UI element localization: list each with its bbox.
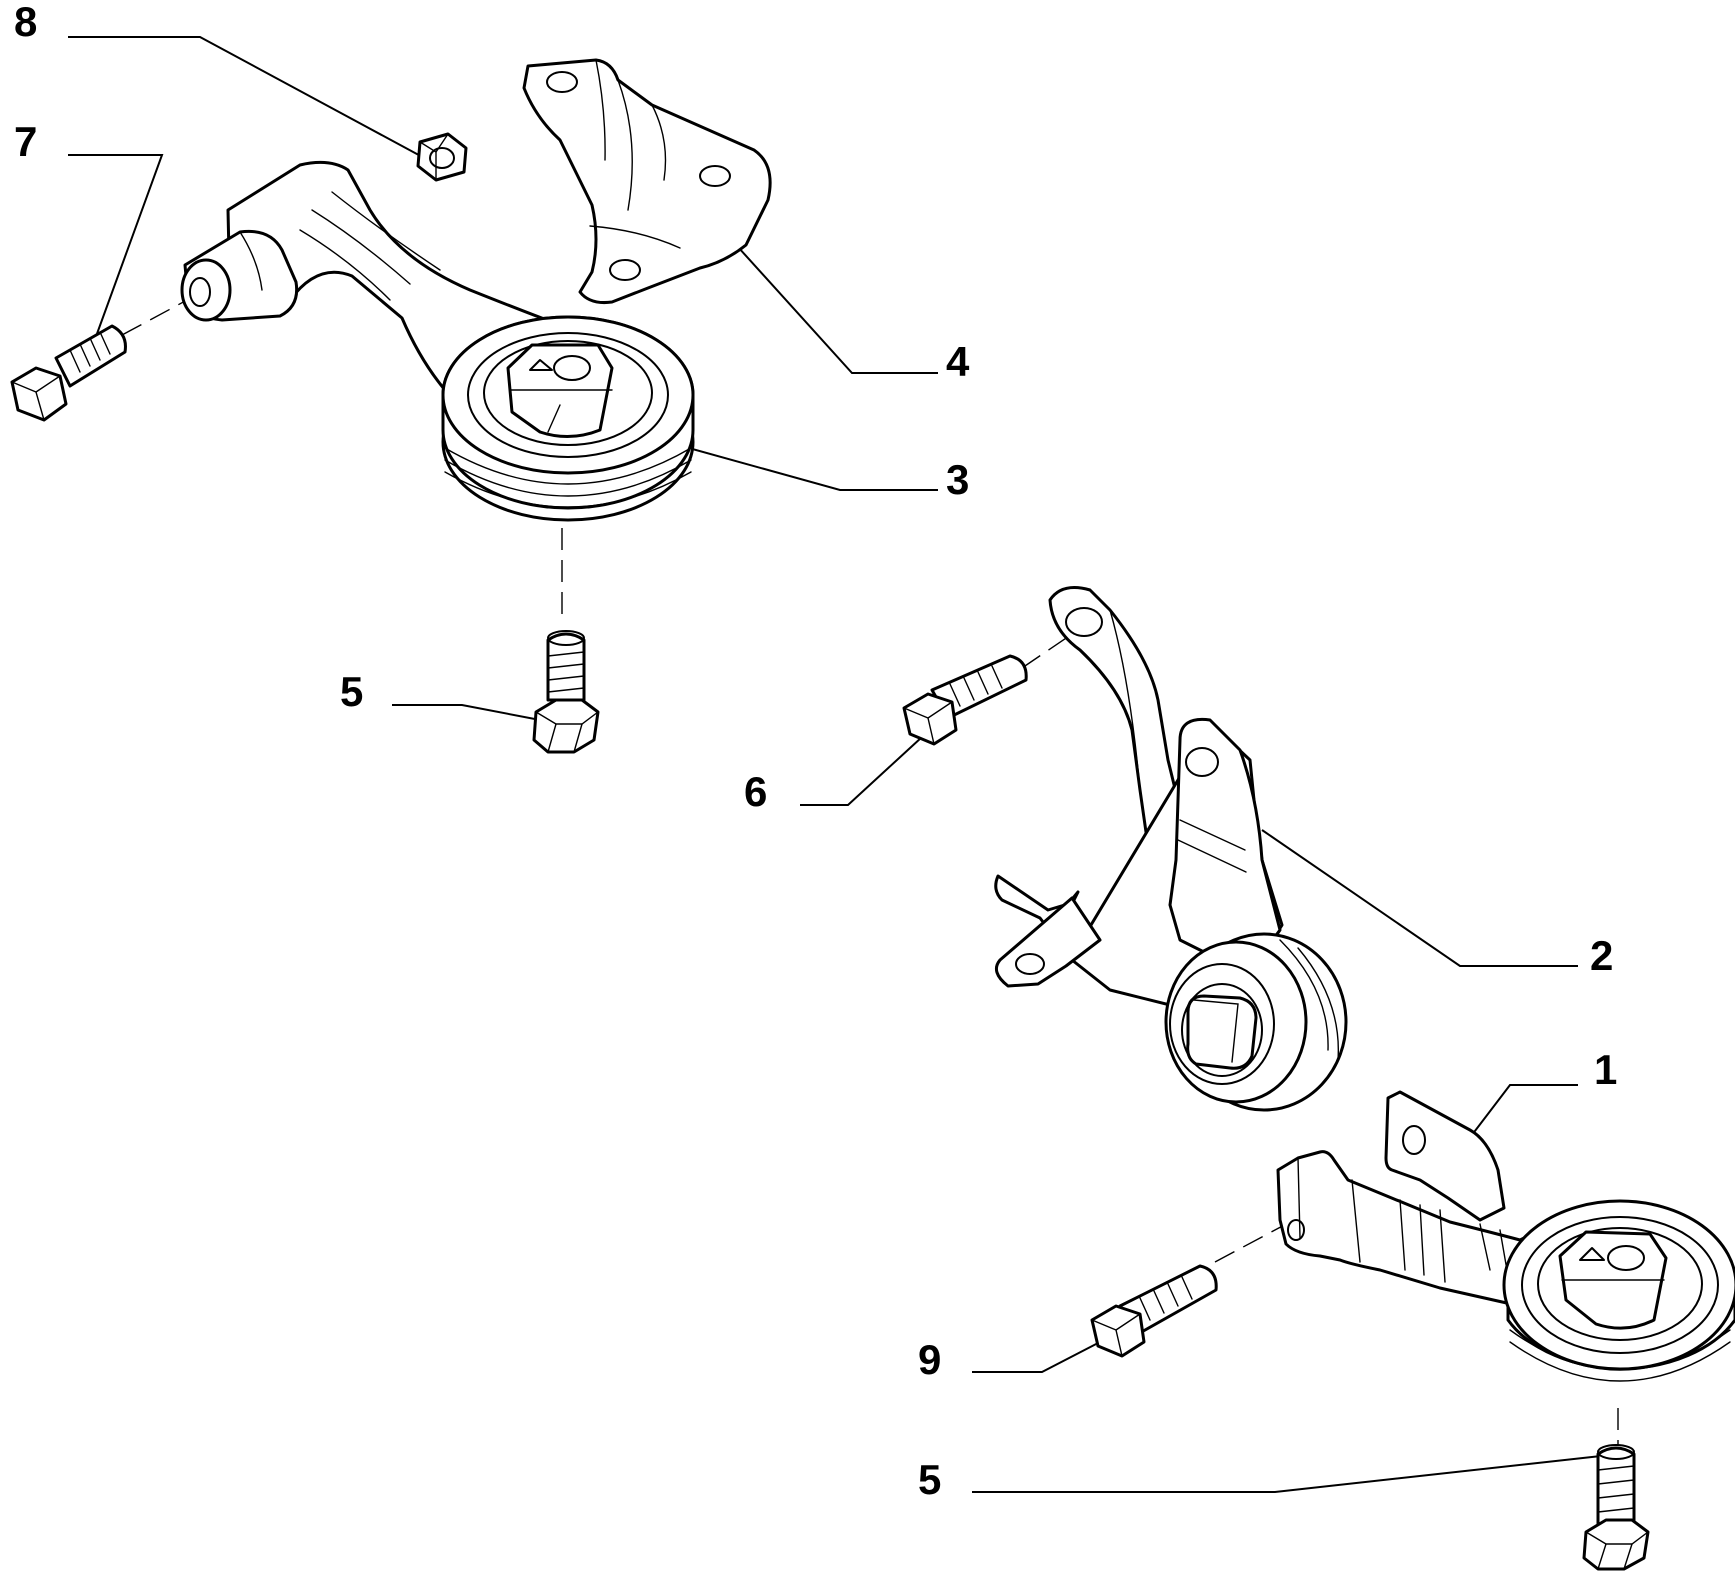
- part-6-bolt: [902, 654, 1028, 746]
- part-3-torque-rod: [180, 160, 695, 522]
- callout-7: 7: [14, 118, 37, 165]
- callout-5-top: 5: [340, 668, 363, 715]
- part-7-bolt: [10, 324, 127, 422]
- leader-5-top: [392, 704, 541, 721]
- callout-2: 2: [1590, 932, 1613, 979]
- leader-5-bottom: [972, 1454, 1611, 1493]
- part-9-bolt: [1090, 1264, 1218, 1358]
- leader-3: [659, 439, 938, 491]
- leader-lines: [68, 36, 1611, 1493]
- callout-5-bottom: 5: [918, 1456, 941, 1503]
- part-4-bracket: [522, 58, 772, 304]
- callout-labels: 8 7 4 3 5 6 2 1 9 5: [14, 0, 1617, 1503]
- leader-8: [68, 36, 429, 161]
- leader-9: [972, 1341, 1101, 1373]
- part-5-bottom-bolt: [1582, 1444, 1650, 1571]
- part-1-torque-rod: [1276, 1090, 1735, 1382]
- callout-3: 3: [946, 456, 969, 503]
- callout-4: 4: [946, 338, 970, 385]
- leader-6: [800, 736, 923, 806]
- axis-bolt-7: [121, 284, 216, 336]
- leader-4: [737, 246, 938, 374]
- callout-1: 1: [1594, 1046, 1617, 1093]
- callout-6: 6: [744, 768, 767, 815]
- part-5-top-bolt: [532, 630, 600, 754]
- part-8-nut: [416, 132, 468, 182]
- callout-9: 9: [918, 1336, 941, 1383]
- leader-7: [68, 154, 164, 343]
- axis-bolt-9: [1214, 1221, 1291, 1263]
- leader-2: [1261, 829, 1578, 967]
- leader-1: [1461, 1084, 1578, 1149]
- part-2-bracket: [994, 586, 1348, 1112]
- callout-8: 8: [14, 0, 37, 45]
